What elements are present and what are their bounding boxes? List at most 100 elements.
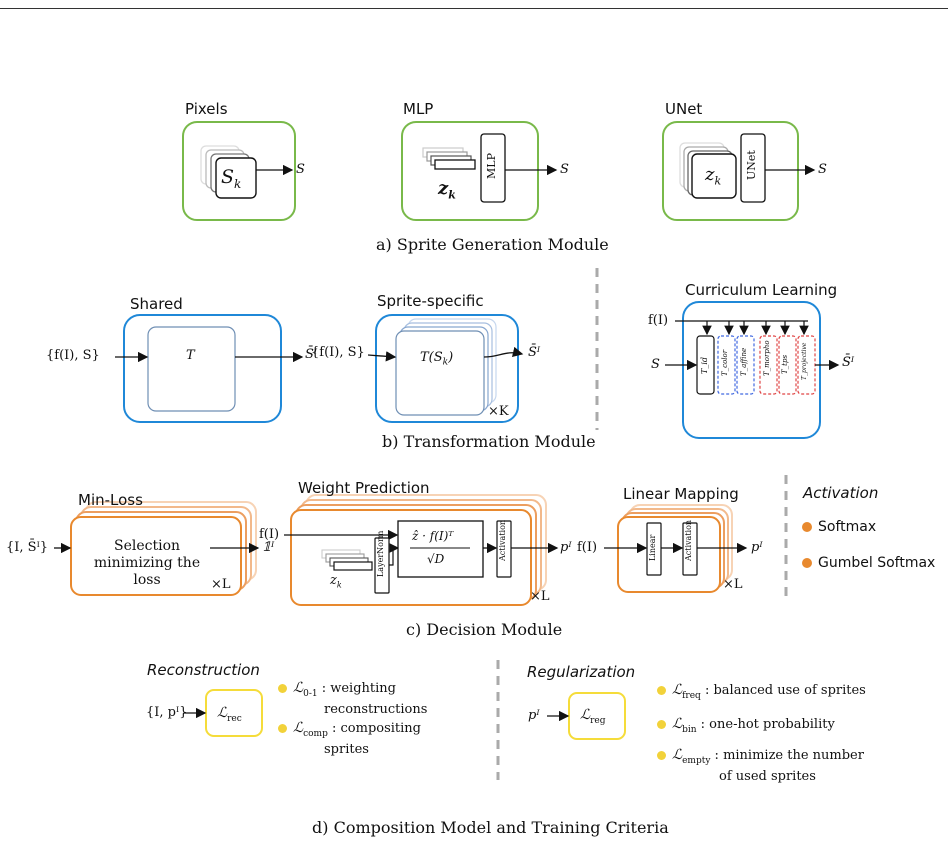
pixels-frame [182,121,296,221]
min-loss-block-text: Selection minimizing the loss [93,538,201,588]
lm-activation-block [682,522,698,576]
yellow-dot-icon [657,751,666,760]
formula-numerator: ẑ · f(I)ᵀ [412,529,454,543]
min-loss-output: 𝟙ᴵ [262,540,275,555]
wp-activation-block [496,520,512,578]
reg-item-empty: ℒempty : minimize the number of used spr… [657,748,864,784]
lm-input: f(I) [577,540,598,555]
mlp-block [480,133,506,203]
activation-legend-title: Activation [803,484,879,502]
curriculum-label-projective: T_projective [801,342,808,380]
sprite-tile [215,157,257,199]
shared-input: {f(I), S} [46,348,100,363]
curriculum-label-morpho: T_morpho [763,340,771,376]
loss-rec-label: ℒrec [217,705,242,724]
mlp-title: MLP [403,100,434,118]
lm-output: pᴵ [751,540,763,555]
min-loss-frame [70,516,242,596]
formula-block [397,520,484,578]
wp-latent-bar [333,561,373,571]
unet-frame [662,121,799,221]
wp-multiplier: ×L [530,589,550,604]
unet-block-label: UNet [745,150,758,180]
caption-c: c) Decision Module [406,620,563,639]
wp-output: pᴵ [560,540,572,555]
top-rule [0,8,948,9]
unet-latent-label: zk [705,164,722,188]
sprite-specific-block-label: T(Sk) [420,350,454,368]
pixels-output: S [296,162,305,177]
lm-multiplier: ×L [723,577,743,592]
min-loss-multiplier: ×L [211,577,231,592]
pixels-title: Pixels [185,100,228,118]
curriculum-input-left: S [651,357,660,372]
shared-block-label: T [186,348,195,363]
orange-dot-icon [802,522,812,532]
weight-prediction-title: Weight Prediction [298,479,430,497]
caption-d: d) Composition Model and Training Criter… [312,818,669,837]
layernorm-label: LayerNorm [376,530,385,577]
rec-item-comp: ℒcomp : compositing sprites [278,721,421,757]
latent-bar [434,159,476,170]
curriculum-output: S̄ᴵ [842,355,855,370]
curriculum-input-top: f(I) [648,313,669,328]
shared-title: Shared [130,295,183,313]
sprite-specific-frame [375,314,519,423]
shared-output: S̄ᴵ [305,347,318,362]
mlp-block-label: MLP [485,153,498,179]
min-loss-input: {I, S̄ᴵ} [6,540,49,555]
yellow-dot-icon [278,724,287,733]
sprite-specific-block [395,330,485,416]
rec-input: {I, pᴵ} [146,705,188,720]
wp-input: f(I) [259,527,280,542]
orange-dot-icon [802,558,812,568]
linear-mapping-frame [617,516,721,593]
reg-item-bin: ℒbin : one-hot probability [657,716,835,735]
mlp-latent-label: zk [438,178,456,202]
legend-softmax: Softmax [802,519,876,535]
unet-output: S [818,162,827,177]
reg-input: pᴵ [528,708,540,723]
curriculum-block-affine [736,335,755,395]
reg-item-freq: ℒfreq : balanced use of sprites [657,682,866,701]
curriculum-frame [682,301,821,439]
curriculum-label-tps: T_tps [781,354,789,374]
reconstruction-title: Reconstruction [147,661,260,679]
unet-title: UNet [665,100,703,118]
curriculum-block-tps [778,335,797,395]
caption-a: a) Sprite Generation Module [376,235,609,254]
curriculum-label-color: T_color [721,349,729,376]
regularization-title: Regularization [527,663,636,681]
pixels-sprite-label: Sk [221,166,242,191]
linear-mapping-title: Linear Mapping [623,485,739,503]
mlp-frame [401,121,539,221]
lm-activation-label: Activation [684,519,693,561]
yellow-dot-icon [657,686,666,695]
wp-activation-label: Activation [498,519,507,561]
sprite-specific-input: {f(I), S} [311,345,365,360]
sprite-specific-output: S̄ᴵ [528,345,541,360]
curriculum-label-affine: T_affine [740,347,748,376]
curriculum-label-id: T_id [700,356,709,374]
shared-frame [123,314,282,423]
unet-latent [691,153,737,199]
yellow-dot-icon [278,684,287,693]
loss-reg-label: ℒreg [580,707,606,726]
curriculum-block-morpho [759,335,778,395]
mlp-output: S [560,162,569,177]
linear-label: Linear [648,534,657,561]
yellow-dot-icon [657,720,666,729]
shared-T-block [147,326,236,412]
linear-block [646,522,662,576]
sprite-specific-multiplier: ×K [488,404,509,419]
unet-block [740,133,766,203]
curriculum-title: Curriculum Learning [685,281,838,299]
sprite-specific-title: Sprite-specific [377,292,484,310]
rec-item-0-1: ℒ0-1 : weighting reconstructions [278,681,427,717]
caption-b: b) Transformation Module [382,432,596,451]
legend-gumbel-softmax: Gumbel Softmax [802,555,935,571]
min-loss-title: Min-Loss [78,491,143,509]
formula-denominator: √D [427,552,445,566]
